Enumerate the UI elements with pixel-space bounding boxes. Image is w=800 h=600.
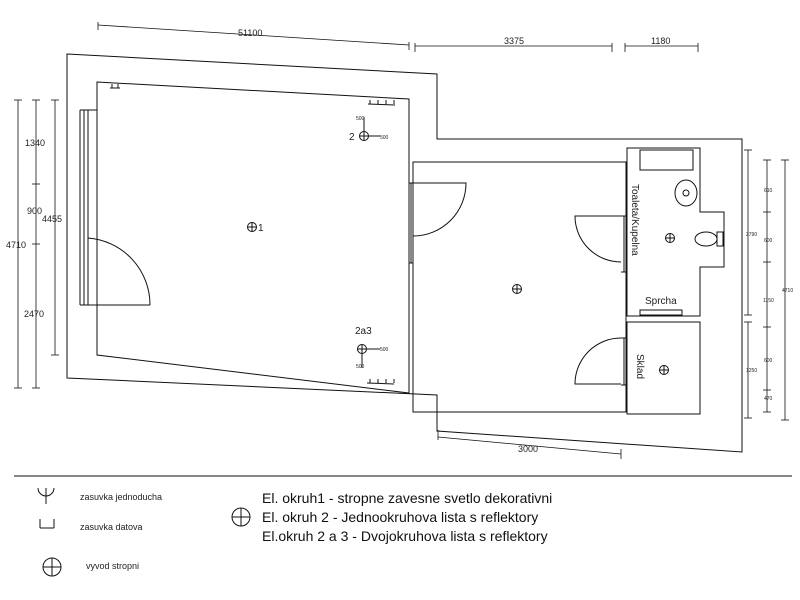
toilet-label: Toaleta/Kupelna <box>629 184 640 256</box>
ceiling-light-bath-icon <box>665 233 675 243</box>
dim-left-1340: 1340 <box>25 138 45 148</box>
legend-socket-single: zasuvka jednoducha <box>80 492 162 502</box>
legend-ceiling-outlet: vyvod stropni <box>86 561 139 571</box>
dim-500-c: 500 <box>380 347 389 353</box>
room-middle-wall <box>412 161 627 413</box>
light-23-label: 2a3 <box>355 326 372 337</box>
dim-right-inner-2: 600 <box>764 238 773 244</box>
circuit-light-icon <box>231 507 251 527</box>
dim-left-2470: 2470 <box>24 309 44 319</box>
shower-label: Sprcha <box>645 296 677 307</box>
dim-top-left: 51100 <box>238 28 262 38</box>
light-1-label: 1 <box>258 223 264 234</box>
ceiling-light-storage-icon <box>659 365 669 375</box>
legend-circuit-1: El. okruh1 - stropne zavesne svetlo deko… <box>262 490 552 506</box>
dim-left-4455: 4455 <box>42 214 62 224</box>
socket-single-icon <box>37 487 55 504</box>
dim-500-a: 500 <box>356 116 365 122</box>
light-2-label: 2 <box>349 132 355 143</box>
dim-right-inner-3: 1150 <box>763 298 774 304</box>
ceiling-light-23-icon <box>357 344 367 354</box>
dim-bottom: 3000 <box>518 444 538 454</box>
socket-data-icon <box>39 519 55 529</box>
ceiling-outlet-icon <box>42 557 62 577</box>
dim-500-b: 500 <box>380 135 389 141</box>
dim-top-mid: 3375 <box>504 36 524 46</box>
ceiling-light-1-icon <box>247 222 257 232</box>
legend-socket-data: zasuvka datova <box>80 522 143 532</box>
dim-left-900: 900 <box>27 206 42 216</box>
toilet-icon <box>694 231 718 247</box>
legend-circuit-2: El. okruh 2 - Jednookruhova lista s refl… <box>262 509 538 525</box>
ceiling-light-room2-icon <box>512 284 522 294</box>
outer-wall <box>66 53 743 453</box>
dim-top-right: 1180 <box>651 36 670 46</box>
ceiling-light-2-icon <box>359 131 369 141</box>
dim-right-far: 4710 <box>782 288 793 294</box>
dim-500-d: 500 <box>356 364 365 370</box>
dim-right-outer-2: 1250 <box>746 368 757 374</box>
bathroom-wall <box>626 147 725 317</box>
bathtub-icon <box>639 149 694 171</box>
dim-right-outer-1: 2790 <box>746 232 757 238</box>
dim-right-inner-4: 600 <box>764 358 773 364</box>
legend-circuit-23: El.okruh 2 a 3 - Dvojokruhova lista s re… <box>262 528 548 544</box>
dim-right-inner-5: 470 <box>764 396 773 402</box>
shower-tray <box>639 309 683 316</box>
sink-icon <box>674 179 698 207</box>
storage-label: Sklad <box>634 354 645 379</box>
dim-left-4710: 4710 <box>6 240 26 250</box>
dim-right-inner-1: 610 <box>764 188 773 194</box>
room-main-wall <box>96 81 410 394</box>
storage-wall <box>626 321 701 415</box>
